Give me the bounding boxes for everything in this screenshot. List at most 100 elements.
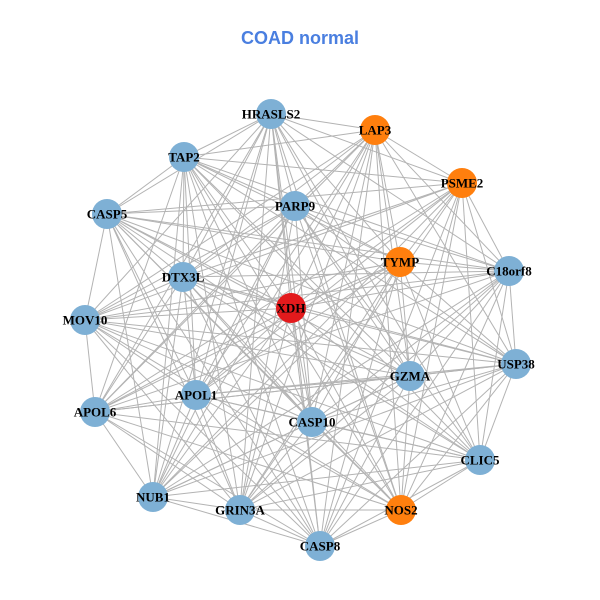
edge-mov10-gzma <box>84 319 411 377</box>
edge-apol1-nos2 <box>195 394 402 511</box>
edge-tymp-casp10 <box>311 261 401 423</box>
edge-mov10-casp10 <box>84 319 313 423</box>
node-lap3[interactable]: LAP3 <box>359 115 392 145</box>
edge-tap2-usp38 <box>183 156 517 365</box>
edge-psme2-xdh <box>290 182 463 309</box>
node-hrasls2[interactable]: HRASLS2 <box>242 99 301 129</box>
node-label-xdh: XDH <box>277 301 306 316</box>
node-label-mov10: MOV10 <box>63 313 108 328</box>
edge-apol1-apol6 <box>94 394 197 413</box>
node-apol6[interactable]: APOL6 <box>74 397 117 427</box>
node-mov10[interactable]: MOV10 <box>63 305 108 335</box>
node-label-lap3: LAP3 <box>359 123 392 138</box>
node-circle-mov10 <box>70 305 100 335</box>
edge-tap2-psme2 <box>183 156 463 184</box>
node-psme2[interactable]: PSME2 <box>441 168 484 198</box>
node-label-casp5: CASP5 <box>87 207 128 222</box>
node-label-clic5: CLIC5 <box>460 453 500 468</box>
node-label-grin3a: GRIN3A <box>215 503 265 518</box>
edge-tap2-c18orf8 <box>183 156 510 272</box>
edge-mov10-apol6 <box>84 319 96 413</box>
edge-lap3-tymp <box>374 129 401 263</box>
node-dtx3l[interactable]: DTX3L <box>162 262 205 292</box>
edge-lap3-grin3a <box>239 129 376 511</box>
edge-casp5-tymp <box>106 213 401 263</box>
node-tymp[interactable]: TYMP <box>381 247 419 277</box>
node-label-gzma: GZMA <box>390 369 431 384</box>
node-gzma[interactable]: GZMA <box>390 361 431 391</box>
node-nub1[interactable]: NUB1 <box>136 482 170 512</box>
chart-title: COAD normal <box>240 28 359 48</box>
edge-tap2-casp5 <box>106 156 185 215</box>
edge-apol6-casp8 <box>94 411 321 547</box>
node-circle-usp38 <box>501 349 531 379</box>
node-grin3a[interactable]: GRIN3A <box>215 495 266 525</box>
node-circle-lap3 <box>360 115 390 145</box>
node-label-hrasls2: HRASLS2 <box>242 107 301 122</box>
node-label-nos2: NOS2 <box>384 503 417 518</box>
edge-lap3-casp10 <box>311 129 376 423</box>
edge-apol6-grin3a <box>94 411 241 511</box>
edge-psme2-grin3a <box>239 182 463 511</box>
node-xdh[interactable]: XDH <box>276 293 306 323</box>
edge-psme2-c18orf8 <box>461 182 510 272</box>
node-tap2[interactable]: TAP2 <box>168 142 200 172</box>
edge-tymp-gzma <box>399 261 411 377</box>
edge-casp5-gzma <box>106 213 411 377</box>
edge-xdh-nos2 <box>290 307 402 511</box>
node-casp10[interactable]: CASP10 <box>289 407 336 437</box>
edge-casp5-xdh <box>106 213 292 309</box>
node-label-psme2: PSME2 <box>441 176 484 191</box>
node-circle-psme2 <box>447 168 477 198</box>
edge-xdh-casp10 <box>290 307 313 423</box>
node-nos2[interactable]: NOS2 <box>384 495 418 525</box>
node-label-tymp: TYMP <box>381 255 419 270</box>
edge-casp10-clic5 <box>311 421 481 461</box>
node-label-usp38: USP38 <box>497 357 535 372</box>
edge-usp38-nos2 <box>400 363 517 511</box>
node-circle-hrasls2 <box>256 99 286 129</box>
node-c18orf8[interactable]: C18orf8 <box>486 256 532 286</box>
edge-mov10-grin3a <box>84 319 241 511</box>
edge-dtx3l-casp10 <box>182 276 313 423</box>
edge-xdh-apol1 <box>195 307 292 396</box>
edge-tap2-nos2 <box>183 156 402 511</box>
edge-c18orf8-clic5 <box>479 270 510 461</box>
edge-casp10-grin3a <box>239 421 313 511</box>
node-clic5[interactable]: CLIC5 <box>460 445 500 475</box>
edge-c18orf8-casp10 <box>311 270 510 423</box>
node-circle-clic5 <box>465 445 495 475</box>
edge-lap3-apol1 <box>195 129 376 396</box>
edge-parp9-apol1 <box>195 205 296 396</box>
edge-clic5-nos2 <box>400 459 481 511</box>
edge-psme2-dtx3l <box>182 182 463 278</box>
edge-casp5-nub1 <box>106 213 154 498</box>
node-circle-tymp <box>385 247 415 277</box>
edge-hrasls2-apol1 <box>195 113 272 396</box>
edge-hrasls2-lap3 <box>270 113 376 131</box>
edge-c18orf8-apol6 <box>94 270 510 413</box>
node-parp9[interactable]: PARP9 <box>275 191 316 221</box>
edge-hrasls2-clic5 <box>270 113 481 461</box>
edge-apol1-casp8 <box>195 394 321 547</box>
edge-lap3-apol6 <box>94 129 376 413</box>
edge-mov10-apol1 <box>84 319 197 396</box>
edge-casp5-dtx3l <box>106 213 184 278</box>
node-casp5[interactable]: CASP5 <box>87 199 128 229</box>
node-casp8[interactable]: CASP8 <box>300 531 341 561</box>
node-usp38[interactable]: USP38 <box>497 349 535 379</box>
edge-c18orf8-gzma <box>409 270 510 377</box>
edge-dtx3l-casp8 <box>182 276 321 547</box>
edge-hrasls2-tap2 <box>183 113 272 158</box>
edge-mov10-usp38 <box>84 319 517 365</box>
edge-c18orf8-nub1 <box>152 270 510 498</box>
edge-casp5-nos2 <box>106 213 402 511</box>
node-apol1[interactable]: APOL1 <box>175 380 218 410</box>
node-circle-xdh <box>276 293 306 323</box>
edge-parp9-clic5 <box>294 205 481 461</box>
edge-xdh-mov10 <box>84 307 292 321</box>
edge-c18orf8-nos2 <box>400 270 510 511</box>
node-label-casp10: CASP10 <box>289 415 336 430</box>
